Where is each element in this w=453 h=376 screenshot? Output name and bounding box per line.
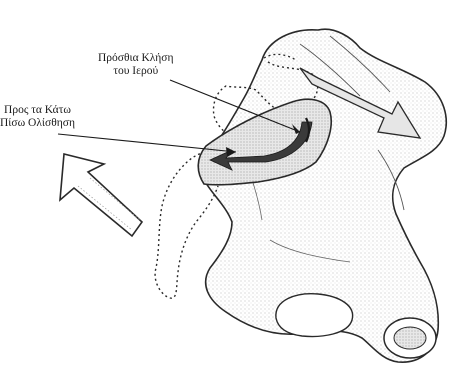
label-anterior-tilt: Πρόσθια Κλήση του Ιερού <box>98 52 174 78</box>
label-posterior-slip: Προς τα Κάτω Πίσω Ολίσθηση <box>0 104 75 130</box>
label-posterior-line1: Προς τα Κάτω <box>0 104 75 117</box>
label-posterior-line2: Πίσω Ολίσθηση <box>0 117 75 130</box>
label-anterior-line2: του Ιερού <box>98 65 174 78</box>
label-anterior-line1: Πρόσθια Κλήση <box>98 52 174 65</box>
upward-left-arrow <box>60 154 142 236</box>
obturator-foramen <box>276 294 353 337</box>
